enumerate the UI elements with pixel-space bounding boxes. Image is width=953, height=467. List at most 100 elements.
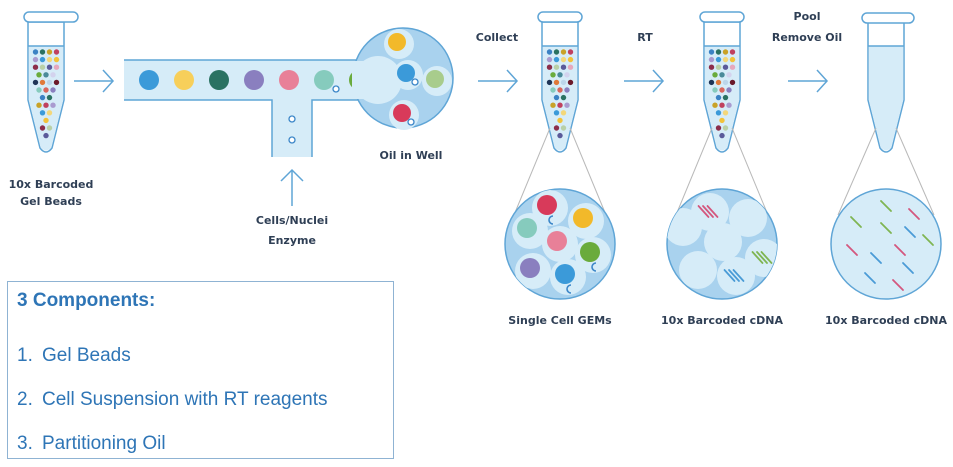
gel-bead-dot	[708, 49, 715, 55]
component-label: Gel Beads	[42, 345, 131, 366]
gel-bead-dot	[39, 56, 46, 63]
gel-bead-dot	[46, 110, 53, 116]
cdna-strand	[908, 208, 920, 220]
gel-bead-dot	[719, 87, 725, 93]
gel-bead-icon	[209, 70, 229, 90]
gel-bead-dot	[564, 87, 570, 93]
arrow-right-icon	[74, 69, 115, 93]
cells-nuclei-label-line-2: Enzyme	[268, 234, 316, 247]
gel-bead-dot	[53, 64, 60, 70]
gel-bead-dot	[557, 87, 563, 93]
zoom-connector	[837, 127, 935, 216]
collect-label: Collect	[476, 31, 518, 44]
gel-bead-dot	[546, 49, 553, 55]
gel-bead-dot	[564, 72, 570, 78]
gel-bead-dot	[43, 132, 49, 139]
gel-bead-dot	[546, 56, 553, 63]
gel-bead-dot	[719, 102, 725, 108]
pool-label: Pool	[794, 10, 821, 23]
gel-bead-dot	[560, 110, 567, 116]
gel-bead-dot	[715, 56, 722, 63]
gel-bead-dot	[560, 94, 567, 101]
gel-bead-icon	[314, 70, 334, 90]
gel-bead-dot	[715, 94, 722, 101]
gel-bead-dot	[715, 110, 722, 116]
gel-bead-dot	[726, 72, 732, 78]
component-label: Cell Suspension with RT reagents	[42, 389, 328, 410]
barcoded-cdna-label-2: 10x Barcoded cDNA	[825, 314, 947, 327]
gel-bead-dot	[560, 49, 567, 55]
cdna-strand	[850, 216, 862, 228]
gel-bead-dot	[726, 87, 732, 93]
gel-bead-dot	[546, 79, 553, 86]
component-label: Partitioning Oil	[42, 433, 166, 454]
single-cell-gems-label: Single Cell GEMs	[508, 314, 612, 327]
pooled-cdna-icon	[830, 188, 942, 300]
gel-bead-dot	[708, 56, 715, 63]
gel-bead-dot	[715, 64, 722, 70]
gel-bead-dot	[729, 79, 736, 86]
gel-bead-dot	[32, 64, 39, 70]
gel-bead-dot	[43, 87, 49, 93]
cells-nuclei-label-line-1: Cells/Nuclei	[256, 214, 328, 227]
gel-bead-dot	[567, 49, 574, 55]
gel-bead-dot	[50, 102, 56, 108]
gel-bead-dot	[553, 110, 560, 116]
gem-droplet	[667, 208, 702, 246]
gel-bead-dot	[722, 56, 729, 63]
gel-bead-dot	[553, 94, 560, 101]
rt-tube-icon	[699, 11, 745, 153]
gel-bead-dot	[46, 64, 53, 70]
gel-bead-icon	[520, 258, 540, 278]
gel-bead-dot	[557, 117, 563, 124]
cdna-strand	[846, 244, 858, 256]
gel-bead-dot	[719, 72, 725, 78]
gel-bead-dot	[553, 125, 560, 131]
gel-bead-dot	[36, 72, 42, 78]
gel-bead-dot	[722, 49, 729, 55]
gel-bead-dot	[50, 87, 56, 93]
cdna-strand	[706, 205, 719, 218]
cdna-strand	[751, 251, 764, 264]
gel-bead-dot	[560, 125, 567, 131]
cdna-strand	[760, 251, 773, 264]
remove-oil-label: Remove Oil	[772, 31, 842, 44]
cdna-strand	[697, 205, 710, 218]
gel-bead-dot	[46, 94, 53, 101]
cdna-strand	[904, 226, 916, 238]
arrow-up-icon	[280, 168, 304, 206]
zoom-connector	[675, 127, 769, 216]
gel-bead-icon	[580, 242, 600, 262]
gel-bead-dot	[715, 49, 722, 55]
component-number: 1.	[17, 345, 33, 366]
gem-droplet	[717, 257, 755, 295]
gel-bead-dot	[50, 72, 56, 78]
gel-bead-dot	[39, 94, 46, 101]
gel-bead-dot	[46, 79, 53, 86]
gel-bead-dot	[53, 49, 60, 55]
gem-droplet	[729, 199, 767, 237]
gel-bead-dot	[36, 87, 42, 93]
gel-bead-dot	[719, 117, 725, 124]
cdna-strand	[894, 244, 906, 256]
gel-bead-dot	[550, 102, 556, 108]
component-number: 2.	[17, 389, 33, 410]
reagent-droplet-icon	[288, 115, 296, 123]
gem-droplet	[679, 251, 717, 289]
gel-bead-dot	[719, 132, 725, 139]
gel-bead-dot	[560, 56, 567, 63]
oil-well-icon	[352, 27, 454, 130]
gel-bead-dot	[708, 64, 715, 70]
components-box: 3 Components: 1.Gel Beads 2.Cell Suspens…	[7, 281, 394, 459]
gel-bead-dot	[43, 72, 49, 78]
gel-bead-dot	[553, 64, 560, 70]
cdna-strand	[728, 269, 740, 282]
gel-bead-dot	[39, 110, 46, 116]
arrow-right-icon	[788, 69, 829, 93]
gel-bead-dot	[46, 125, 53, 131]
gel-bead-dot	[722, 79, 729, 86]
barcoded-cdna-label-1: 10x Barcoded cDNA	[661, 314, 783, 327]
cdna-strand	[870, 252, 882, 264]
gel-bead-dot	[39, 125, 46, 131]
